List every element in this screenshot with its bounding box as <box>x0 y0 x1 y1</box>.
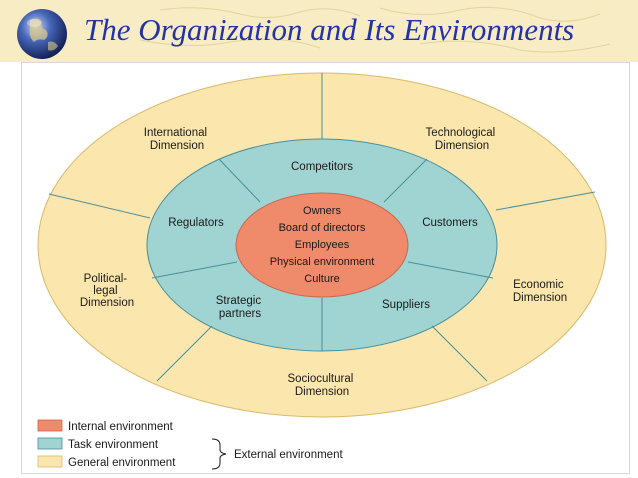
physical-environment-label: Physical environment <box>270 256 375 268</box>
employees-label: Employees <box>295 239 350 251</box>
sociocultural-dimension-label: Sociocultural Dimension <box>287 373 356 398</box>
culture-label: Culture <box>304 273 339 285</box>
legend-swatch-general <box>37 455 63 468</box>
internal-environment-ellipse <box>235 192 409 298</box>
title-bar: The Organization and Its Environments <box>0 0 638 62</box>
economic-dimension-label: Economic Dimension <box>513 279 567 304</box>
task-dividers <box>151 158 494 351</box>
legend: Internal environment Task environment Ge… <box>37 419 343 470</box>
external-brace-icon <box>211 438 227 470</box>
legend-label-external: External environment <box>234 449 343 461</box>
political-legal-dimension-label: Political- legal Dimension <box>80 273 134 309</box>
legend-label-task: Task environment <box>68 439 159 451</box>
globe-icon <box>17 9 67 59</box>
legend-swatch-task <box>37 437 63 450</box>
competitors-label: Competitors <box>291 161 353 173</box>
international-dimension-label: International Dimension <box>144 127 211 152</box>
technological-dimension-label: Technological Dimension <box>426 127 499 152</box>
regulators-label: Regulators <box>168 217 224 229</box>
page-title: The Organization and Its Environments <box>84 12 575 47</box>
legend-label-internal: Internal environment <box>68 421 174 433</box>
world-map-background <box>139 6 611 53</box>
general-dividers <box>48 73 596 382</box>
strategic-partners-label: Strategic partners <box>216 295 265 320</box>
suppliers-label: Suppliers <box>382 299 430 311</box>
owners-label: Owners <box>303 205 341 217</box>
board-of-directors-label: Board of directors <box>279 222 366 234</box>
customers-label: Customers <box>422 217 478 229</box>
legend-label-general: General environment <box>68 457 176 469</box>
legend-swatch-internal <box>37 419 63 432</box>
